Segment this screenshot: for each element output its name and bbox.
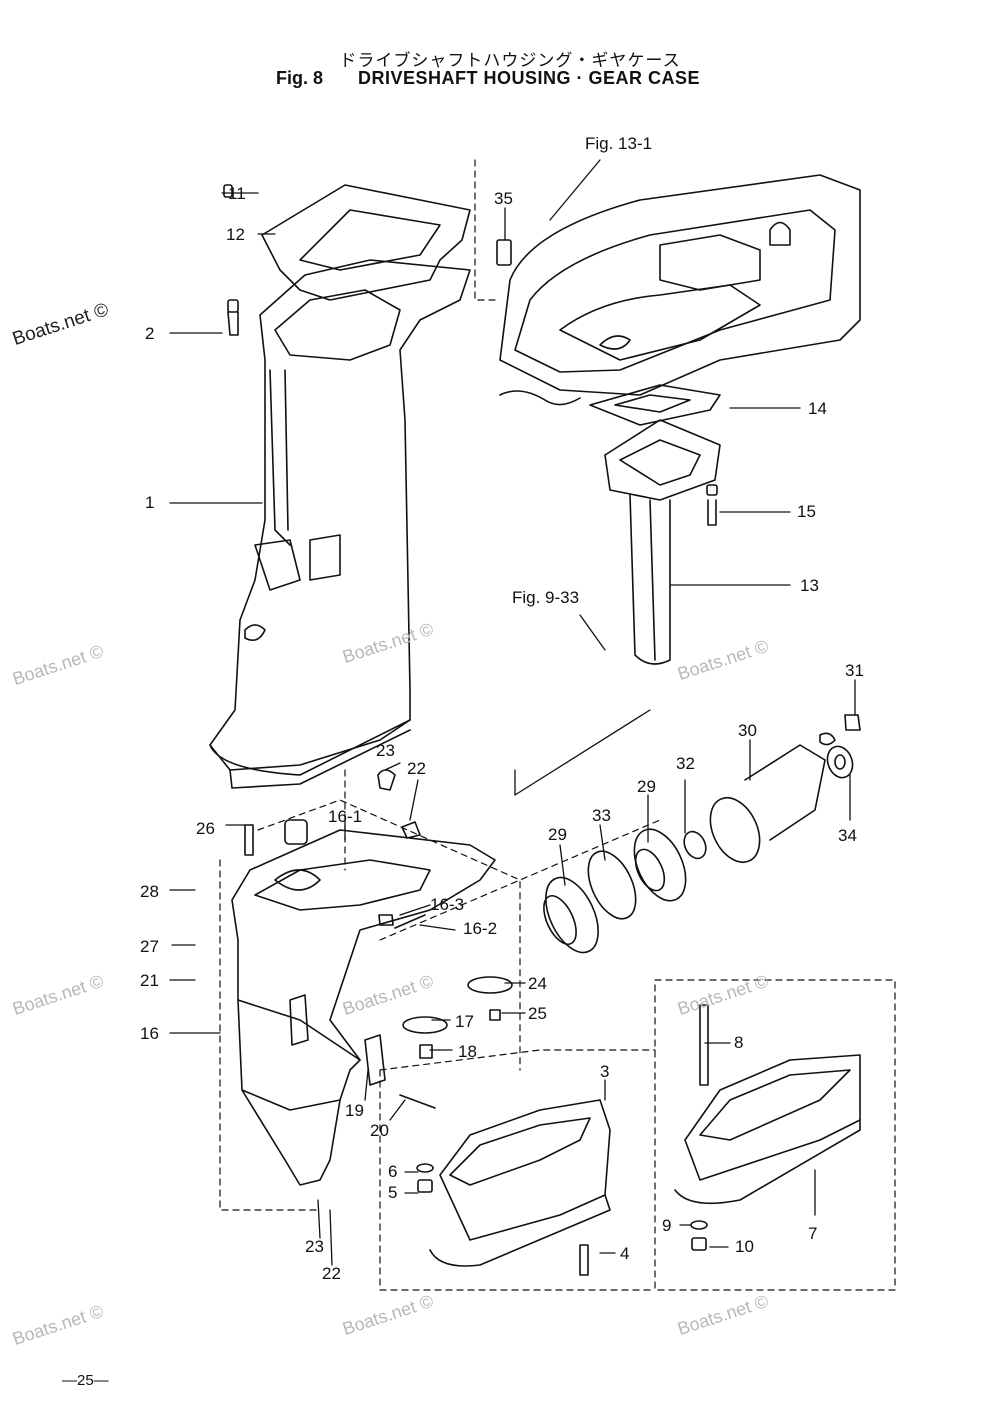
callout-31: 31 xyxy=(845,661,864,680)
callout-35: 35 xyxy=(494,189,513,208)
reference-fig-13-1: Fig. 13-1 xyxy=(585,134,653,153)
callout-6: 6 xyxy=(388,1162,398,1181)
callout-19: 19 xyxy=(345,1101,364,1120)
callout-23-upper: 23 xyxy=(376,741,395,760)
callout-9: 9 xyxy=(662,1216,672,1235)
gasket-14-drawing xyxy=(589,384,721,426)
leader-lines xyxy=(169,159,856,1266)
callout-25: 25 xyxy=(528,1004,547,1023)
callout-18: 18 xyxy=(458,1042,477,1061)
callout-29-right: 29 xyxy=(637,777,656,796)
callout-33: 33 xyxy=(592,806,611,825)
callout-29-left: 29 xyxy=(548,825,567,844)
bearing-and-seal-drawings xyxy=(377,744,854,1059)
callout-20: 20 xyxy=(370,1121,389,1140)
callout-11: 11 xyxy=(228,184,246,203)
group-boundary-lines xyxy=(219,159,896,1291)
reference-fig-9-33: Fig. 9-33 xyxy=(512,588,580,607)
exhaust-tube-13-drawing xyxy=(604,419,721,665)
page-number: —25— xyxy=(62,1372,109,1389)
callout-2: 2 xyxy=(145,324,155,343)
callout-27: 27 xyxy=(140,937,159,956)
callout-15: 15 xyxy=(797,502,816,521)
callout-28: 28 xyxy=(140,882,159,901)
gasket-12-drawing xyxy=(261,184,471,301)
callout-21: 21 xyxy=(140,971,159,990)
callout-16-2: 16-2 xyxy=(463,919,498,938)
callout-22-upper: 22 xyxy=(407,759,426,778)
callout-16: 16 xyxy=(140,1024,159,1043)
callout-8: 8 xyxy=(734,1033,744,1052)
callout-10: 10 xyxy=(735,1237,754,1256)
callout-26: 26 xyxy=(196,819,215,838)
callout-34: 34 xyxy=(838,826,857,845)
callout-1: 1 xyxy=(145,493,155,512)
gear-case-16-drawing xyxy=(231,819,496,1186)
callout-12: 12 xyxy=(226,225,245,244)
callout-3: 3 xyxy=(600,1062,610,1081)
driveshaft-housing-1-drawing xyxy=(209,259,471,789)
callout-14: 14 xyxy=(808,399,827,418)
callout-16-1: 16-1 xyxy=(328,807,363,826)
figure-number: Fig. 8 xyxy=(276,68,324,88)
callout-5: 5 xyxy=(388,1183,398,1202)
callout-4: 4 xyxy=(620,1244,630,1263)
callout-30: 30 xyxy=(738,721,757,740)
callout-7: 7 xyxy=(808,1224,818,1243)
callout-17: 17 xyxy=(455,1012,474,1031)
title-japanese: ドライブシャフトハウジング・ギヤケース xyxy=(339,51,681,71)
callout-13: 13 xyxy=(800,576,819,595)
callout-22-lower: 22 xyxy=(322,1264,341,1283)
callout-24: 24 xyxy=(528,974,547,993)
water-strainer-3-drawing xyxy=(416,1099,611,1276)
callout-32: 32 xyxy=(676,754,695,773)
callout-16-3: 16-3 xyxy=(430,895,465,914)
bolt-drawings xyxy=(223,184,861,746)
callout-23-lower: 23 xyxy=(305,1237,324,1256)
title-english: DRIVESHAFT HOUSING · GEAR CASE xyxy=(358,68,701,88)
water-strainer-7-drawing xyxy=(674,1004,861,1251)
bottom-cowl-drawing xyxy=(499,174,861,406)
